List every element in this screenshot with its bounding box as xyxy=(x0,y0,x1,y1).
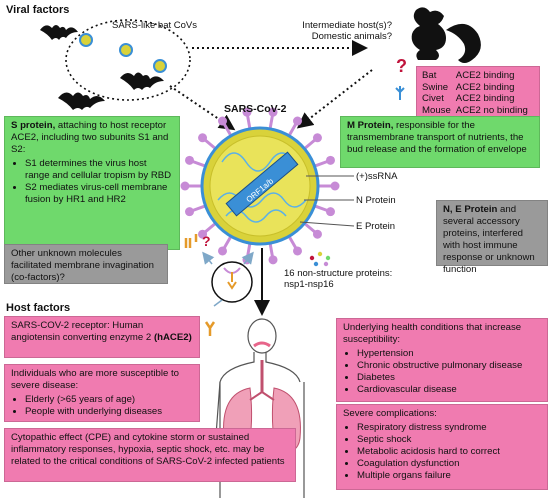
ace2-row: Bat ACE2 binding xyxy=(422,70,533,82)
spike-head xyxy=(293,246,302,256)
spike-head xyxy=(293,116,302,126)
s-protein-intro: S protein, attaching to host receptor AC… xyxy=(11,120,169,155)
list-item: People with underlying diseases xyxy=(25,406,193,418)
ne-protein-box: N, E Protein and several accessory prote… xyxy=(436,200,548,275)
receptor-box: SARS-COV-2 receptor: Human angiotensin c… xyxy=(4,316,200,358)
virus-title: SARS-CoV-2 xyxy=(224,103,287,115)
ace2-animal: Bat xyxy=(422,70,437,81)
spike-head xyxy=(218,246,227,256)
bat-cycle-circle xyxy=(65,19,191,101)
receptor-icon xyxy=(395,86,405,100)
n-protein-label: N Protein xyxy=(356,195,396,206)
list-item: Septic shock xyxy=(357,434,541,446)
susceptible-title: Individuals who are more susceptible to … xyxy=(11,368,179,391)
section-viral-factors: Viral factors xyxy=(6,4,70,16)
susceptible-list: Elderly (>65 years of age) People with u… xyxy=(11,394,193,418)
list-item: Multiple organs failure xyxy=(357,470,541,482)
list-item: Diabetes xyxy=(357,372,541,384)
list-item: Cardiovascular disease xyxy=(357,384,541,396)
spike-head xyxy=(198,229,208,239)
s-protein-box: S protein, attaching to host receptor AC… xyxy=(4,116,180,250)
bat-icon xyxy=(120,72,164,90)
spike-head xyxy=(218,116,227,126)
question-mark-cofactor: ? xyxy=(202,233,211,249)
complications-box: Severe complications: Respiratory distre… xyxy=(336,404,548,490)
ace2-result: ACE2 binding xyxy=(455,93,515,104)
ace2-row: Civet ACE2 binding xyxy=(422,93,533,105)
cpe-box: Cytopathic effect (CPE) and cytokine sto… xyxy=(4,428,296,482)
list-item: S2 mediates virus-cell membrane fusion b… xyxy=(25,182,173,206)
nsp-line1: 16 non-structure proteins: xyxy=(284,268,393,279)
nsp-label: 16 non-structure proteins: nsp1-nsp16 xyxy=(284,268,392,290)
spike-head xyxy=(242,107,252,117)
spike-head xyxy=(268,255,278,265)
nsp-dots xyxy=(309,251,331,267)
intermediate-line1: Intermediate host(s)? xyxy=(302,20,392,31)
spike-head xyxy=(180,181,190,191)
spike-head xyxy=(268,107,278,117)
bat-icon xyxy=(58,92,105,110)
ssrna-label: (+)ssRNA xyxy=(356,171,398,182)
nsp-line2: nsp1-nsp16 xyxy=(284,279,334,290)
ace2-animal: Mouse xyxy=(422,104,451,116)
spike-head xyxy=(185,155,195,165)
section-host-factors: Host factors xyxy=(6,302,71,314)
e-protein-label: E Protein xyxy=(356,221,396,232)
ace2-row: Swine ACE2 binding xyxy=(422,82,533,94)
ace2-result: ACE2 binding xyxy=(455,81,515,93)
other-molecules-box: Other unknown molecules facilitated memb… xyxy=(4,244,168,284)
complications-title: Severe complications: xyxy=(343,408,437,419)
receptor-icon xyxy=(204,321,216,336)
intermediate-host-label: Intermediate host(s)? Domestic animals? xyxy=(284,20,392,42)
squirrel-icon xyxy=(411,7,481,63)
underlying-box: Underlying health conditions that increa… xyxy=(336,318,548,402)
list-item: Metabolic acidosis hard to correct xyxy=(357,446,541,458)
list-item: Chronic obstructive pulmonary disease xyxy=(357,360,541,372)
list-item: Respiratory distress syndrome xyxy=(357,422,541,434)
spike-head xyxy=(312,229,322,239)
virus-particle: ORF1a/b xyxy=(180,107,340,265)
m-protein-box: M Protein, responsible for the transmemb… xyxy=(340,116,540,168)
cell-icon xyxy=(211,261,253,303)
susceptible-box: Individuals who are more susceptible to … xyxy=(4,364,200,422)
ace2-result: ACE2 no binding xyxy=(455,104,528,116)
complications-list: Respiratory distress syndrome Septic sho… xyxy=(343,422,541,482)
virus-icon xyxy=(79,33,167,73)
underlying-title: Underlying health conditions that increa… xyxy=(343,322,522,345)
ace2-row: Mouse ACE2 no binding xyxy=(422,105,533,117)
ace2-animal: Swine xyxy=(422,81,449,93)
ace2-animal: Civet xyxy=(422,93,444,104)
spike-head xyxy=(325,155,335,165)
list-item: Elderly (>65 years of age) xyxy=(25,394,193,406)
bat-icon xyxy=(40,25,78,40)
spike-head xyxy=(325,207,335,217)
intermediate-line2: Domestic animals? xyxy=(311,31,392,42)
spike-head xyxy=(312,133,322,143)
spike-head xyxy=(198,133,208,143)
ace2-result: ACE2 binding xyxy=(455,70,515,81)
underlying-list: Hypertension Chronic obstructive pulmona… xyxy=(343,348,541,396)
spike-head xyxy=(185,207,195,217)
question-mark-intermediate: ? xyxy=(396,56,407,76)
list-item: Hypertension xyxy=(357,348,541,360)
s-protein-list: S1 determines the virus host range and c… xyxy=(11,158,173,206)
receptor-icon xyxy=(184,234,198,248)
list-item: Coagulation dysfunction xyxy=(357,458,541,470)
bat-covs-label: SARS-like bat CoVs xyxy=(112,20,198,31)
arrow-intermediate-to-virus xyxy=(296,69,373,129)
list-item: S1 determines the virus host range and c… xyxy=(25,158,173,182)
spike-head xyxy=(330,181,340,191)
